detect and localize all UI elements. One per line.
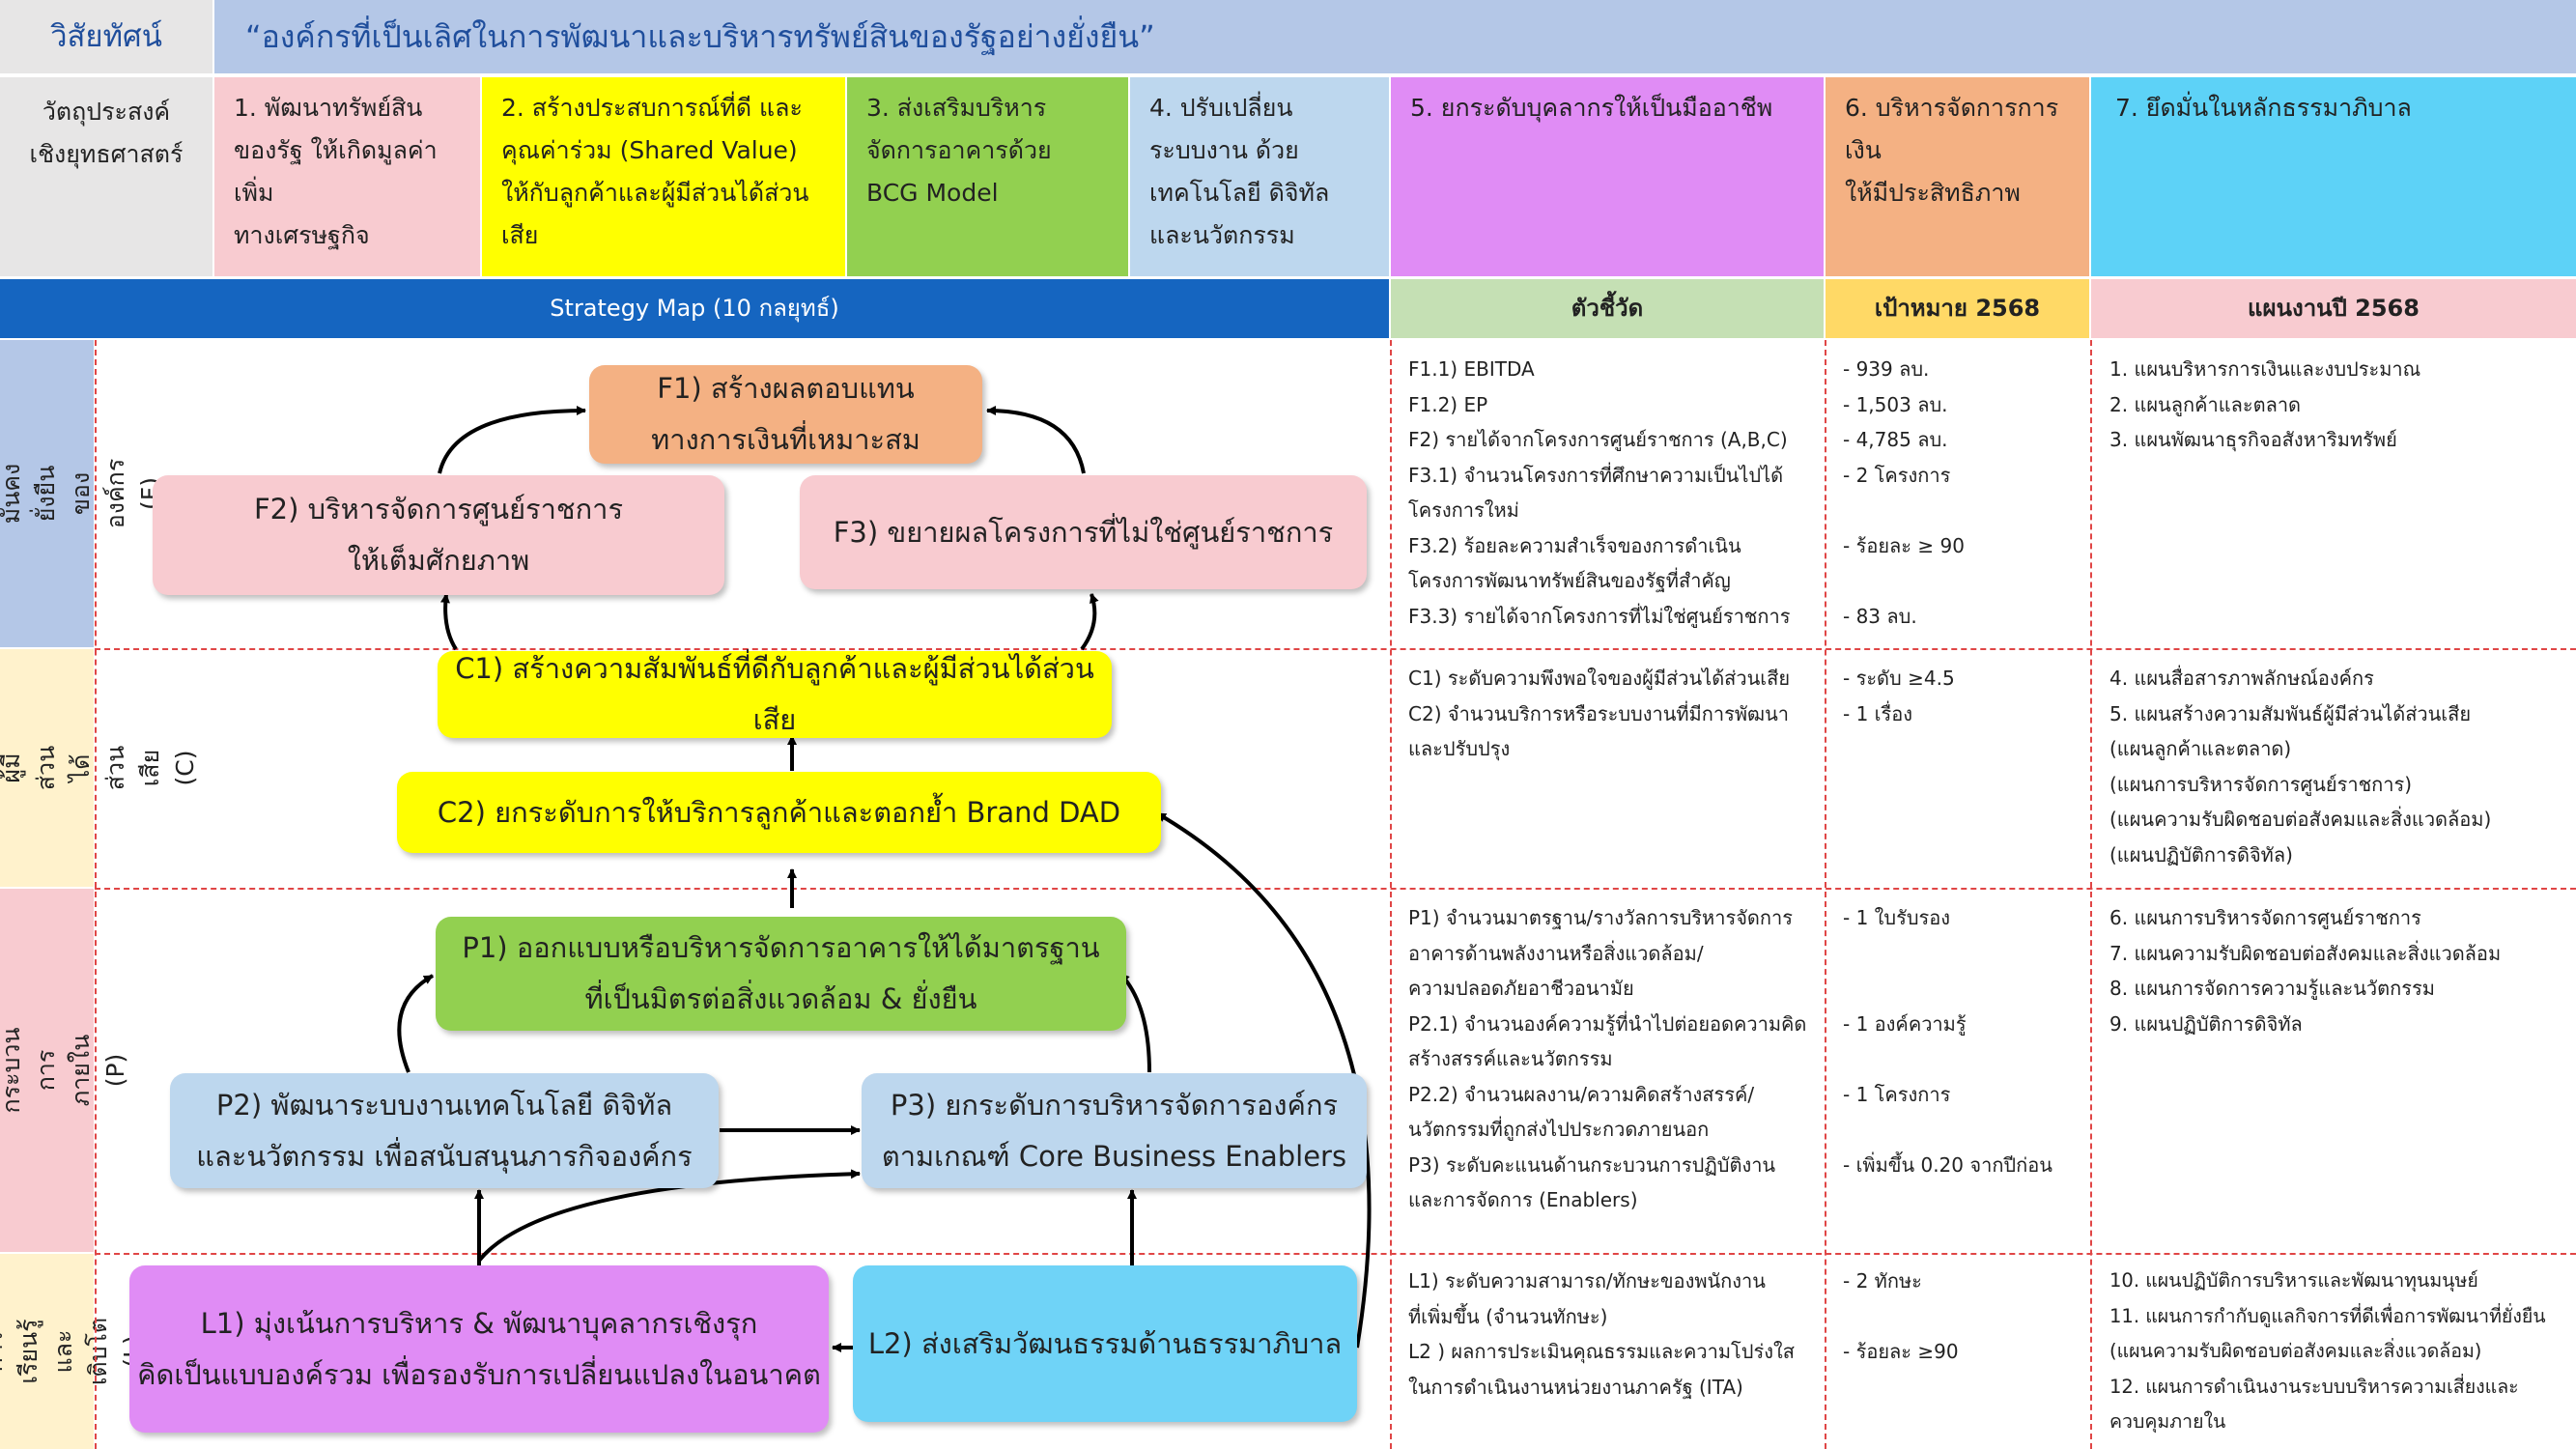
vision-statement: “องค์กรที่เป็นเลิศในการพัฒนาและบริหารทรั… xyxy=(214,0,2576,73)
grid-line xyxy=(2090,340,2092,1449)
targets-f: - 939 ลบ. - 1,503 ลบ. - 4,785 ลบ. - 2 โค… xyxy=(1843,357,1965,628)
targets-l: - 2 ทักษะ - ร้อยละ ≥90 xyxy=(1843,1269,1959,1363)
strategy-map-connectors xyxy=(397,406,1372,1352)
objective-2: 2. สร้างประสบการณ์ที่ดี และ คุณค่าร่วม (… xyxy=(482,77,845,276)
grid-line xyxy=(1825,340,1826,1449)
objective-7: 7. ยึดมั่นในหลักธรรมาภิบาล xyxy=(2091,77,2576,276)
perspective-f-band: ด้านความมั่นคง ยั่งยืนขององค์กร (F) xyxy=(0,340,164,647)
plans-c: 4. แผนสื่อสารภาพลักษณ์องค์กร 5. แผนสร้าง… xyxy=(2109,667,2492,867)
indicators-f: F1.1) EBITDA F1.2) EP F2) รายได้จากโครงก… xyxy=(1408,357,1791,628)
node-p1: P1) ออกแบบหรือบริหารจัดการอาคารให้ได้มาต… xyxy=(436,917,1126,1031)
objective-1: 1. พัฒนาทรัพย์สิน ของรัฐ ให้เกิดมูลค่าเพ… xyxy=(214,77,480,276)
arrow-f3-to-f1 xyxy=(986,406,1086,474)
arrow-p2-to-p1 xyxy=(397,974,434,1073)
node-p2: P2) พัฒนาระบบงานเทคโนโลยี ดิจิทัล และนวั… xyxy=(170,1073,719,1188)
objectives-label: วัตถุประสงค์ เชิงยุทธศาสตร์ xyxy=(0,77,212,276)
plans-header: แผนงานปี 2568 xyxy=(2091,279,2576,338)
objective-3: 3. ส่งเสริมบริหาร จัดการอาคารด้วย BCG Mo… xyxy=(847,77,1128,276)
indicators-l: L1) ระดับความสามารถ/ทักษะของพนักงาน ที่เ… xyxy=(1408,1269,1795,1399)
indicators-p: P1) จำนวนมาตรฐาน/รางวัลการบริหารจัดการ อ… xyxy=(1408,906,1807,1211)
objective-5: 5. ยกระดับบุคลากรให้เป็นมืออาชีพ xyxy=(1391,77,1824,276)
plans-l: 10. แผนปฏิบัติการบริหารและพัฒนาทุนมนุษย์… xyxy=(2109,1269,2546,1433)
vision-label: วิสัยทัศน์ xyxy=(0,0,212,73)
arrow-f2-to-f1 xyxy=(438,406,586,474)
node-f3: F3) ขยายผลโครงการที่ไม่ใช่ศูนย์ราชการ xyxy=(800,475,1367,589)
objective-6: 6. บริหารจัดการการเงิน ให้มีประสิทธิภาพ xyxy=(1826,77,2089,276)
node-l2: L2) ส่งเสริมวัฒนธรรมด้านธรรมาภิบาล xyxy=(853,1265,1357,1422)
strategy-map-header: Strategy Map (10 กลยุทธ์) xyxy=(0,279,1389,338)
objective-4: 4. ปรับเปลี่ยน ระบบงาน ด้วย เทคโนโลยี ดิ… xyxy=(1130,77,1389,276)
plans-f: 1. แผนบริหารการเงินและงบประมาณ 2. แผนลูก… xyxy=(2109,357,2421,451)
indicators-c: C1) ระดับความพึงพอใจของผู้มีส่วนได้ส่วนเ… xyxy=(1408,667,1791,760)
targets-c: - ระดับ ≥4.5 - 1 เรื่อง xyxy=(1843,667,1955,725)
node-c1: C1) สร้างความสัมพันธ์ที่ดีกับลูกค้าและผู… xyxy=(438,651,1112,738)
arrow-l1-to-p3 xyxy=(477,1169,861,1263)
arrow-c1-to-f3 xyxy=(1080,593,1099,651)
arrow-l2-to-c2 xyxy=(1155,811,1372,1349)
grid-line xyxy=(95,340,97,1449)
grid-line xyxy=(95,648,2576,650)
node-f1: F1) สร้างผลตอบแทน ทางการเงินที่เหมาะสม xyxy=(589,365,982,464)
plans-p: 6. แผนการบริหารจัดการศูนย์ราชการ 7. แผนค… xyxy=(2109,906,2502,1036)
indicators-header: ตัวชี้วัด xyxy=(1391,279,1824,338)
grid-line xyxy=(95,1253,2576,1255)
targets-p: - 1 ใบรับรอง - 1 องค์ความรู้ - 1 โครงการ… xyxy=(1843,906,2052,1177)
grid-line xyxy=(95,888,2576,890)
perspective-p-band: ด้านกระบวน การภายใน (P) xyxy=(0,889,129,1252)
node-c2: C2) ยกระดับการให้บริการลูกค้าและตอกย้ำ B… xyxy=(397,772,1161,853)
arrow-c1-to-f2 xyxy=(440,593,458,651)
perspective-l-band: ด้านการเรียนรู้ และเติบโต (L) xyxy=(0,1254,147,1449)
perspective-c-band: ด้านลูกค้าและ ผู้มีส่วนได้ส่วนเสีย (C) xyxy=(0,649,199,887)
node-p3: P3) ยกระดับการบริหารจัดการองค์กร ตามเกณฑ… xyxy=(862,1073,1367,1188)
node-f2: F2) บริหารจัดการศูนย์ราชการ ให้เต็มศักยภ… xyxy=(153,475,724,595)
targets-header: เป้าหมาย 2568 xyxy=(1826,279,2089,338)
node-l1: L1) มุ่งเน้นการบริหาร & พัฒนาบุคลากรเชิง… xyxy=(129,1265,829,1433)
grid-line xyxy=(1390,340,1392,1449)
